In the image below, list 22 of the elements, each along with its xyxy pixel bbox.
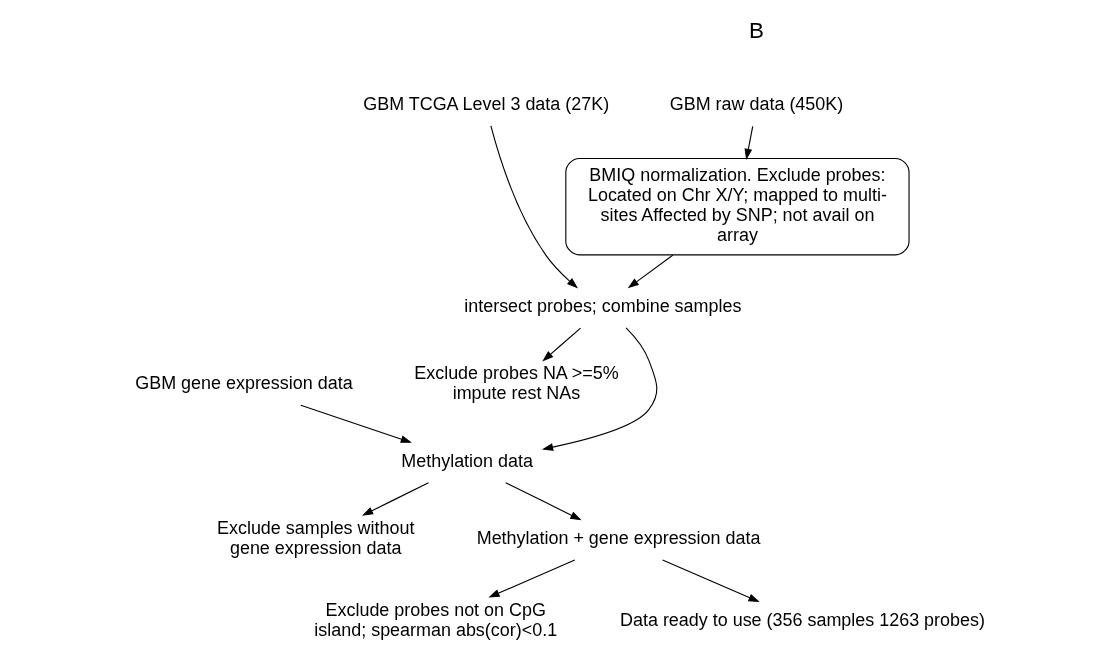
- arrow: [299, 404, 412, 443]
- node-text: Exclude probes not on CpG island; spearman abs(cor)<0.1: [313, 599, 557, 641]
- node-text: Data ready to use (356 samples 1263 probes): [619, 609, 985, 630]
- arrow: [361, 482, 429, 516]
- node-box: BMIQ normalization. Exclude probes: Located on Chr X/Y; mapped to multi-sites Affected by SNP; not avail on array: [564, 157, 910, 256]
- label: B: [748, 18, 764, 44]
- arrow: [541, 327, 581, 362]
- node-text: Exclude probes NA >=5% impute rest NAs: [413, 363, 619, 404]
- arrow: [627, 254, 673, 289]
- node-text: Methylation + gene expression data: [476, 528, 760, 549]
- arrow: [744, 125, 753, 160]
- node-text: GBM TCGA Level 3 data (27K): [362, 94, 609, 115]
- arrow: [487, 559, 575, 598]
- node-text: GBM gene expression data: [134, 373, 353, 394]
- arrow: [504, 482, 582, 521]
- arrow: [489, 125, 578, 289]
- node-text: intersect probes; combine samples: [463, 295, 741, 316]
- arrow: [541, 327, 657, 451]
- arrow: [661, 559, 760, 603]
- node-text: GBM raw data (450K): [669, 94, 843, 115]
- node-text: Methylation data: [400, 450, 533, 471]
- node-text: Exclude samples without gene expression data: [216, 517, 414, 559]
